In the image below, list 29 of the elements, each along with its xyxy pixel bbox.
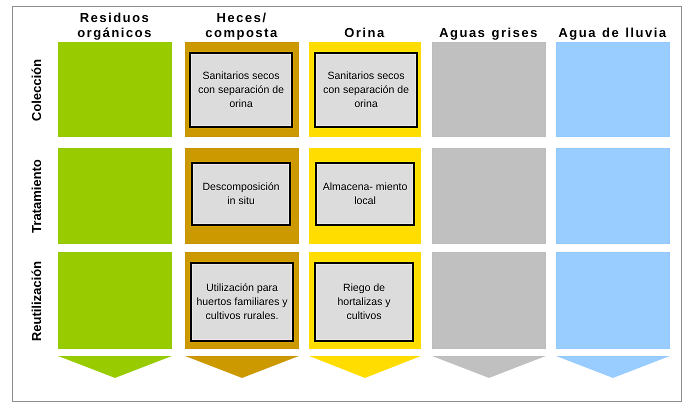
greywater-box (432, 252, 546, 349)
column-header: Residuos orgánicos (76, 10, 154, 40)
process-box: Sanitarios secos con separación de orina (314, 52, 418, 128)
process-box: Sanitarios secos con separación de orina (189, 52, 293, 128)
process-box: Utilización para huertos familiares y cultivos rurales. (190, 262, 294, 342)
rainwater-box (556, 252, 670, 349)
urine-box (309, 42, 421, 137)
compost-box (185, 252, 299, 349)
organic-waste-box (58, 148, 172, 244)
row-header: Reutilización (29, 259, 45, 343)
column-header: Agua de lluvia (557, 25, 669, 40)
rainwater-box (556, 42, 670, 137)
urine-box (309, 252, 421, 349)
process-box: Descomposición in situ (191, 162, 291, 226)
column-header: Aguas grises (438, 25, 540, 40)
urine-box (309, 148, 421, 244)
organic-waste-box (58, 42, 172, 137)
greywater-box (432, 42, 546, 137)
compost-box (185, 42, 299, 137)
process-box: Almacena- miento local (315, 162, 415, 226)
organic-waste-box (58, 252, 172, 349)
process-box: Riego de hortalizas y cultivos (314, 262, 414, 342)
rainwater-box (556, 148, 670, 244)
row-header: Colección (29, 57, 45, 123)
column-header: Heces/ composta (204, 10, 280, 40)
greywater-box (432, 148, 546, 244)
row-header: Tratamiento (29, 158, 45, 235)
compost-box (185, 148, 299, 244)
column-header: Orina (343, 25, 387, 40)
